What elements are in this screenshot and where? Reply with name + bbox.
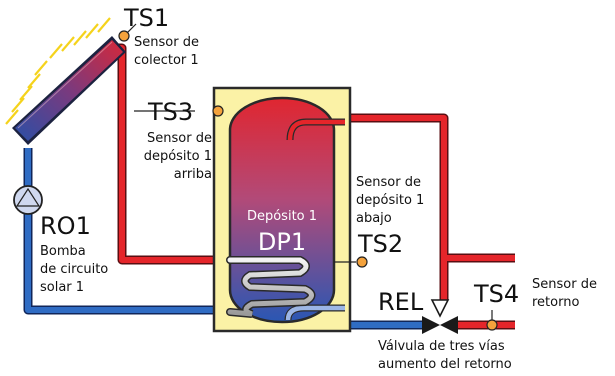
pump-desc-3: solar 1 [40, 280, 84, 295]
sensor-ts3-id: TS3 [147, 98, 193, 126]
tank-id: DP1 [258, 228, 306, 256]
sensor-ts1-desc-2: colector 1 [134, 53, 199, 68]
pump-desc-2: de circuito [40, 262, 108, 277]
sensor-ts3-desc-1: Sensor de [147, 131, 212, 146]
valve-desc-1: Válvula de tres vías [378, 339, 505, 354]
sensor-ts4-id: TS4 [473, 280, 519, 308]
pump-icon [13, 185, 43, 215]
valve-desc-2: aumento del retorno [378, 357, 512, 372]
sensor-ts1-id: TS1 [123, 4, 169, 32]
three-way-valve-icon [422, 299, 458, 334]
sensor-ts2-icon [356, 256, 368, 268]
sensor-ts4-desc-2: retorno [532, 295, 579, 310]
sensor-ts2-desc-3: abajo [356, 211, 392, 226]
sensor-ts3-desc-3: arriba [174, 167, 212, 182]
heat-exchanger-coil [226, 256, 316, 318]
sensor-ts4-desc-1: Sensor de [532, 277, 597, 292]
sensor-ts3-icon [212, 105, 224, 117]
sensor-ts2-desc-1: Sensor de [356, 175, 421, 190]
pump-id: RO1 [40, 212, 91, 240]
tank-name: Depósito 1 [247, 209, 317, 224]
sensor-ts2-id: TS2 [357, 230, 403, 258]
valve-id: REL [378, 288, 424, 316]
sensor-ts3-desc-2: depósito 1 [144, 149, 212, 164]
sensor-ts1-desc-1: Sensor de [134, 35, 199, 50]
sensor-ts4-icon [486, 319, 498, 331]
sensor-ts2-desc-2: depósito 1 [356, 193, 424, 208]
pump-desc-1: Bomba [40, 244, 86, 259]
sun-rays-icon [5, 17, 111, 125]
sensor-ts1-icon [118, 30, 130, 42]
solar-collector [12, 36, 126, 145]
